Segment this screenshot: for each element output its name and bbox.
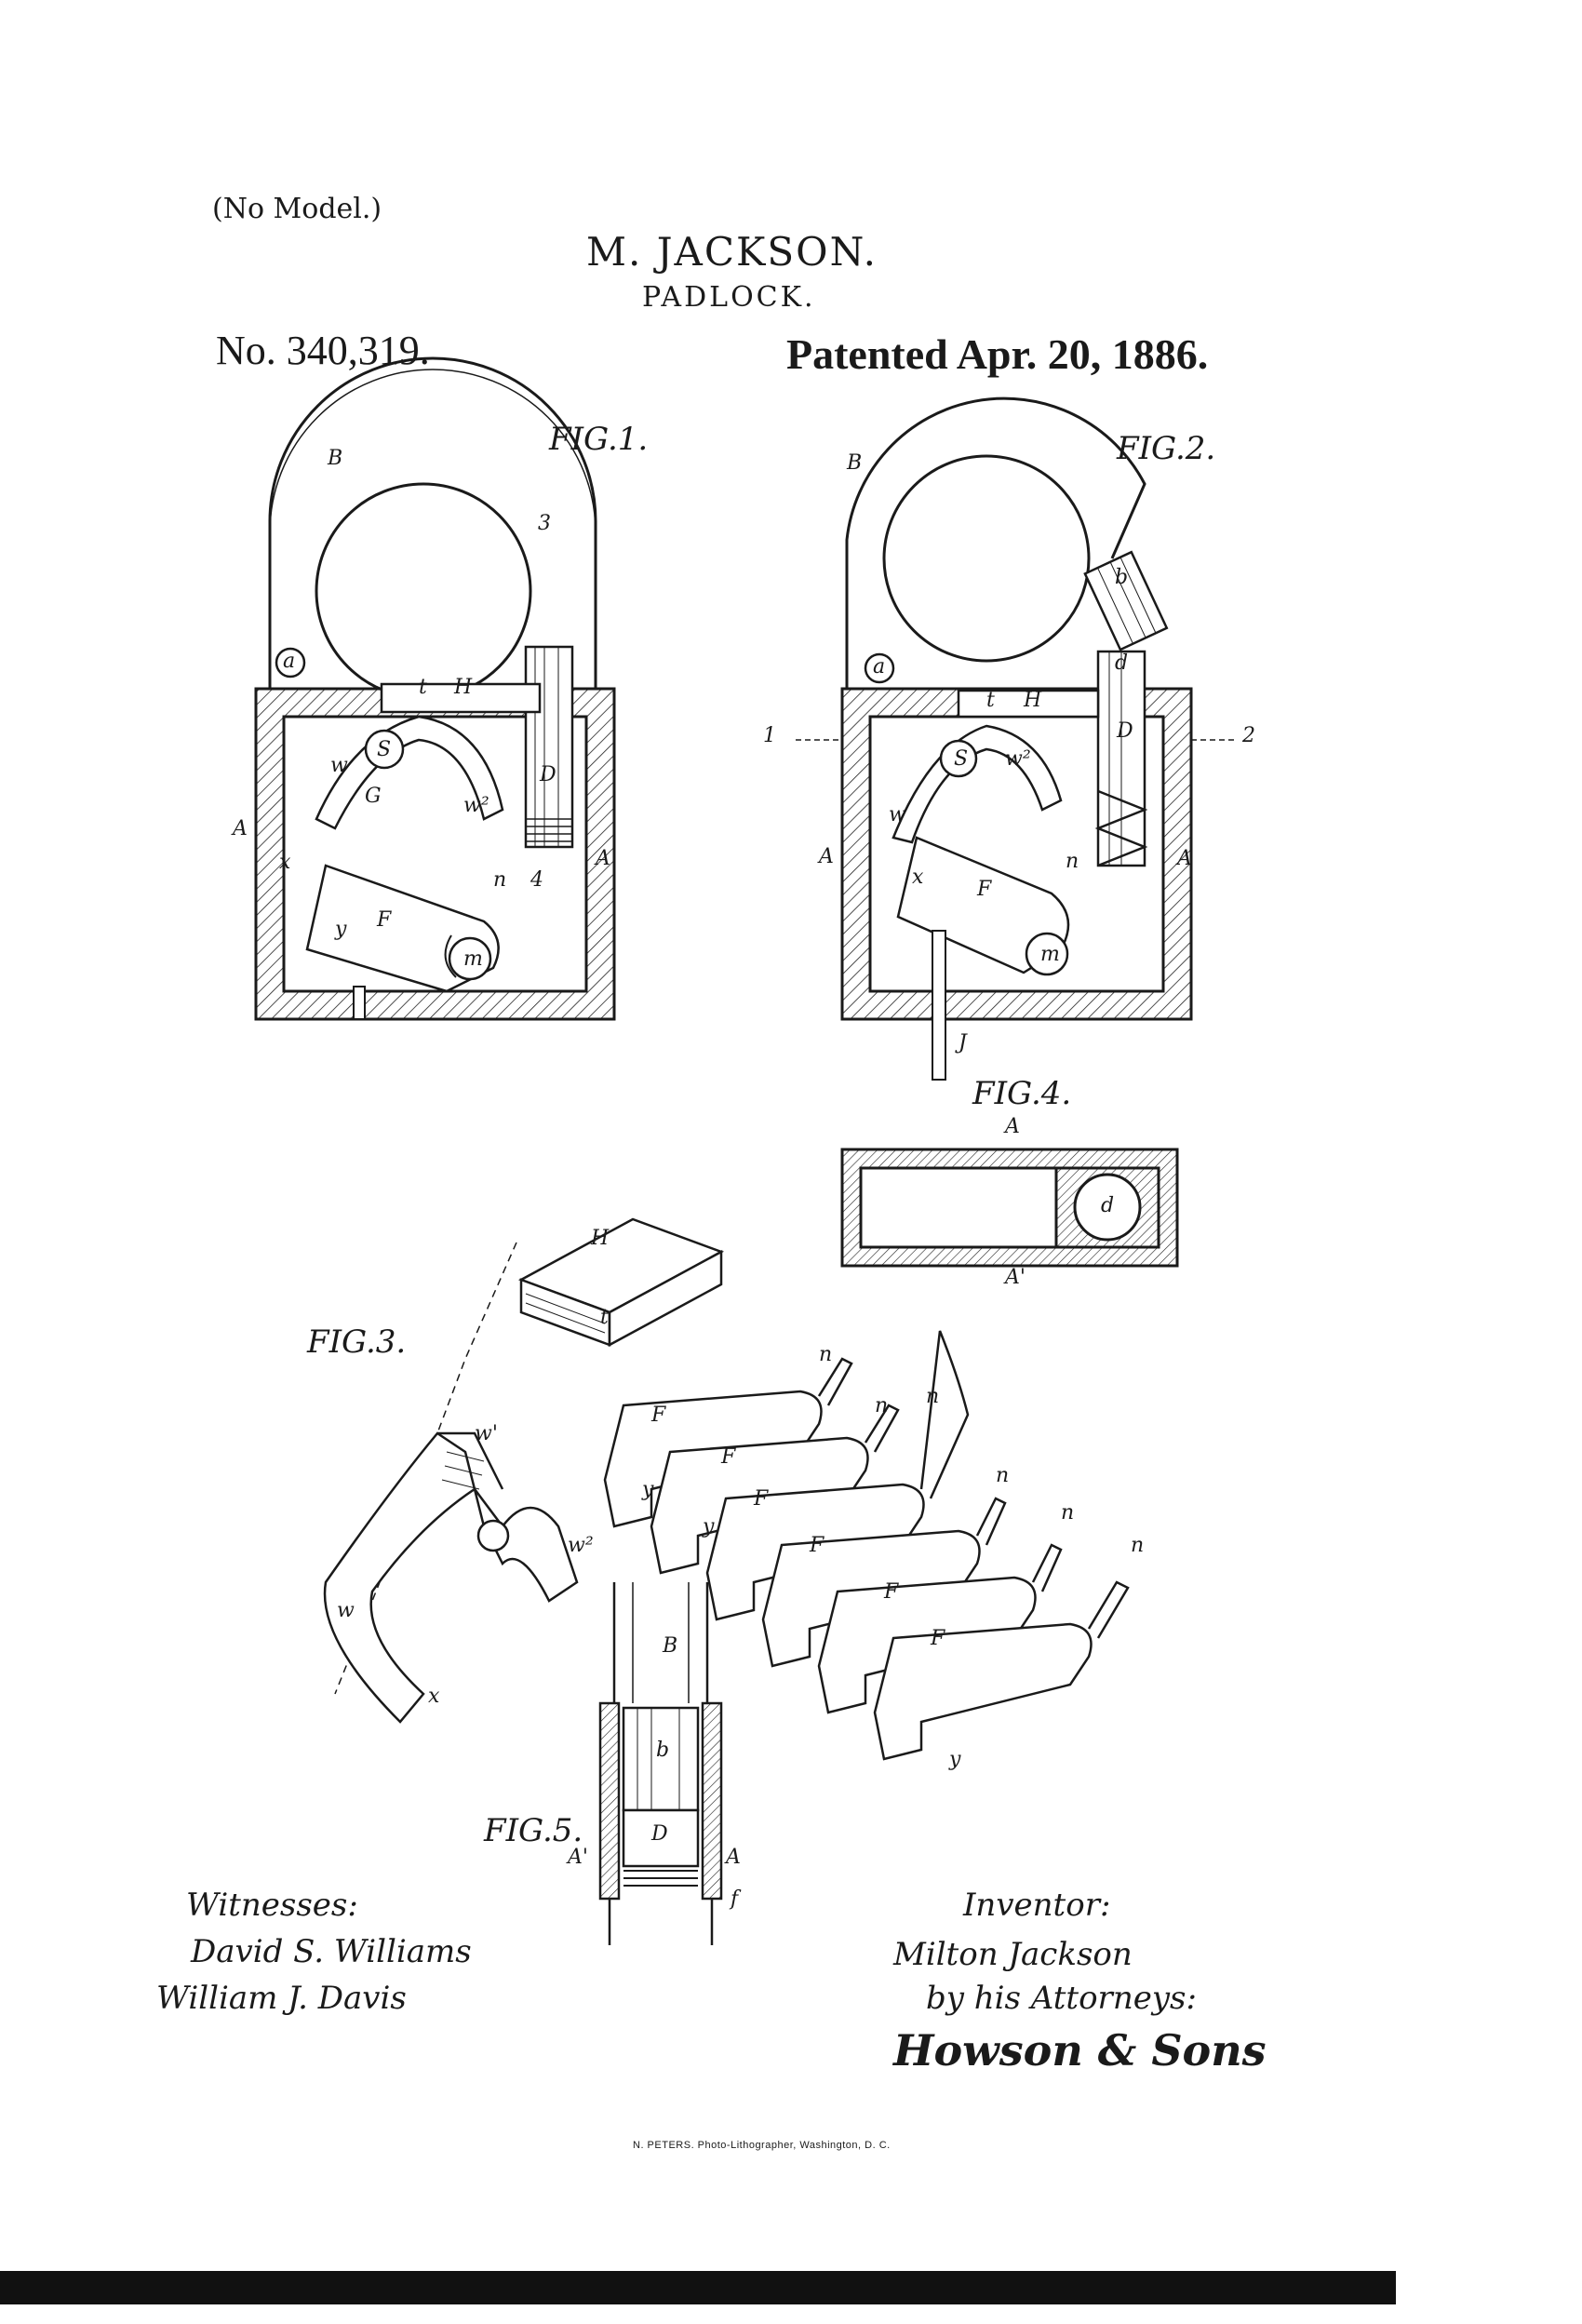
ref-d-fig4: d (1101, 1194, 1115, 1217)
ref-F2-fig3: F (721, 1445, 736, 1469)
fig5-label: FIG.5. (484, 1812, 583, 1849)
figure-5-drawing (598, 1582, 723, 1945)
witness-1-signature: David S. Williams (191, 1933, 472, 1970)
figure-2-drawing (796, 396, 1238, 1081)
ref-w2-fig1: w² (463, 794, 489, 817)
ref-D-fig5: D (651, 1822, 668, 1846)
invention-title: PADLOCK. (642, 281, 816, 314)
ref-A-prime-fig4: A' (1005, 1266, 1026, 1289)
ref-t-fig1: t (419, 676, 427, 699)
ref-y2-fig3: y (703, 1515, 715, 1538)
ref-a-fig1: a (283, 650, 296, 673)
fig2-label: FIG.2. (1117, 430, 1216, 467)
ref-w-fig2: w (889, 803, 906, 826)
ref-D-fig2: D (1117, 719, 1133, 743)
ref-H-fig1: H (454, 676, 473, 699)
ref-A-left-fig1: A (233, 817, 248, 840)
ref-B-fig1: B (328, 447, 343, 470)
witness-2-signature: William J. Davis (156, 1980, 407, 2017)
ref-y1-fig3: y (642, 1478, 654, 1501)
ref-D-fig1: D (540, 763, 556, 786)
ref-F6-fig3: F (931, 1627, 945, 1650)
ref-n-fig2: n (1066, 850, 1079, 873)
ref-A-prime-fig5: A' (568, 1846, 588, 1869)
ref-S-fig2: S (954, 747, 969, 771)
ref-3-fig1: 3 (538, 512, 551, 535)
ref-w2-fig3: w² (568, 1534, 594, 1557)
ref-A-fig4: A (1005, 1115, 1020, 1138)
printer-credit: N. PETERS. Photo-Lithographer, Washingto… (633, 2140, 891, 2151)
attorneys-signature: Howson & Sons (893, 2025, 1267, 2075)
ref-B-fig2: B (847, 451, 863, 475)
ref-b-fig2: b (1115, 566, 1129, 589)
figure-4-drawing (840, 1148, 1179, 1268)
inventor-signature: Milton Jackson (893, 1936, 1133, 1973)
ref-d-fig2: d (1115, 652, 1129, 675)
no-model-label: (No Model.) (212, 193, 382, 225)
ref-x-fig2: x (912, 866, 924, 889)
by-attorneys-label: by his Attorneys: (926, 1980, 1197, 2017)
ref-b-fig5: b (656, 1739, 670, 1762)
ref-A-left-fig2: A (819, 845, 834, 868)
ref-A-right-fig1: A (596, 847, 610, 870)
inventor-label: Inventor: (963, 1887, 1111, 1924)
figure-1-drawing (254, 356, 616, 1021)
ref-4-fig1: 4 (530, 868, 543, 892)
ref-n5-fig3: n (1061, 1501, 1075, 1525)
ref-H-fig2: H (1024, 689, 1042, 712)
ref-a-fig2: a (873, 655, 886, 678)
ref-A-fig5: A (726, 1846, 741, 1869)
patent-date: Patented Apr. 20, 1886. (786, 330, 1209, 378)
ref-G-fig1: G (365, 785, 382, 808)
ref-F-fig1: F (377, 908, 392, 932)
ref-w2-fig2: w² (1005, 747, 1031, 771)
ref-F5-fig3: F (884, 1580, 899, 1604)
ref-F4-fig3: F (810, 1534, 825, 1557)
tumbler-plates (603, 1330, 1130, 1761)
ref-m-fig2: m (1040, 943, 1060, 966)
ref-y3-fig3: y (949, 1748, 961, 1771)
ref-J-fig2: J (959, 1031, 967, 1055)
scan-edge-bar (0, 2271, 1396, 2304)
ref-t-fig2: t (986, 689, 995, 712)
ref-B-fig5: B (663, 1634, 678, 1658)
witnesses-label: Witnesses: (186, 1887, 358, 1924)
ref-n6-fig3: n (1131, 1534, 1145, 1557)
ref-x-fig3: x (428, 1685, 440, 1708)
ref-y-fig1: y (335, 918, 347, 941)
ref-F3-fig3: F (754, 1487, 769, 1511)
ref-F1-fig3: F (651, 1404, 666, 1427)
patent-number: No. 340,319. (216, 328, 430, 373)
ref-w-fig3: w (337, 1599, 355, 1622)
ref-F-fig2: F (977, 878, 992, 901)
ref-f-fig5: f (731, 1887, 739, 1911)
figure-3-drawing (323, 1217, 1130, 1761)
ref-t-fig3: t (600, 1306, 609, 1329)
inventor-name-heading: M. JACKSON. (586, 229, 878, 275)
fig4-label: FIG.4. (972, 1075, 1072, 1112)
ref-n-fig1: n (493, 868, 507, 892)
ref-n1-fig3: n (819, 1343, 833, 1366)
ref-n3-fig3: n (926, 1385, 940, 1408)
ref-x-fig1: x (279, 851, 291, 874)
ref-n4-fig3: n (996, 1464, 1010, 1487)
ref-m-fig1: m (463, 947, 483, 971)
ref-w-fig1: w (330, 754, 348, 777)
ref-w-prime-fig3: w' (475, 1422, 498, 1445)
fig3-label: FIG.3. (307, 1323, 407, 1361)
ref-2-fig2: 2 (1242, 724, 1255, 747)
ref-1-fig2: 1 (763, 724, 776, 747)
ref-A-right-fig2: A (1177, 847, 1192, 870)
ref-H-fig3: H (591, 1227, 610, 1250)
ref-S-fig1: S (377, 738, 392, 761)
fig1-label: FIG.1. (549, 421, 649, 458)
ref-n2-fig3: n (875, 1394, 889, 1417)
